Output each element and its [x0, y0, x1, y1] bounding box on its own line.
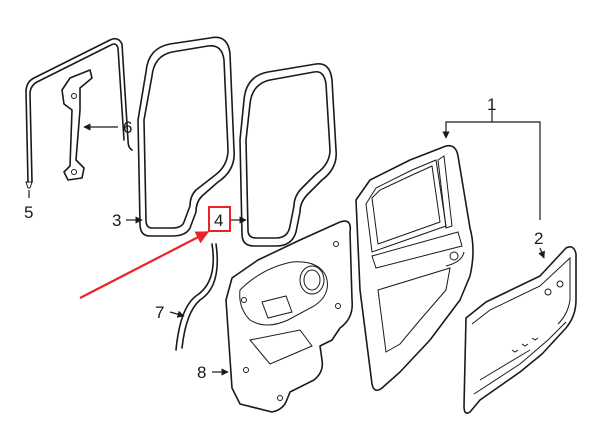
part-2-outer-skin — [463, 246, 577, 414]
part-7-lower-seal-strip — [175, 243, 219, 351]
callout-2: 2 — [534, 229, 543, 248]
part-5-weatherstrip — [25, 37, 133, 189]
part-3-frame-seal — [137, 36, 235, 237]
part-4-glass-run-seal — [239, 63, 338, 247]
callout-6: 6 — [123, 118, 132, 137]
part-1-door-shell — [355, 144, 474, 392]
part-6-channel-bracket — [61, 69, 93, 181]
leader-lines — [28, 110, 545, 376]
callout-5: 5 — [24, 203, 33, 222]
callout-7: 7 — [155, 303, 164, 322]
callout-8: 8 — [197, 363, 206, 382]
callout-1: 1 — [487, 95, 496, 114]
pointer-arrow — [79, 231, 210, 299]
callout-4: 4 — [214, 211, 223, 230]
callout-3: 3 — [112, 211, 121, 230]
part-8-inner-panel — [225, 220, 354, 413]
highlight-box — [208, 206, 231, 232]
